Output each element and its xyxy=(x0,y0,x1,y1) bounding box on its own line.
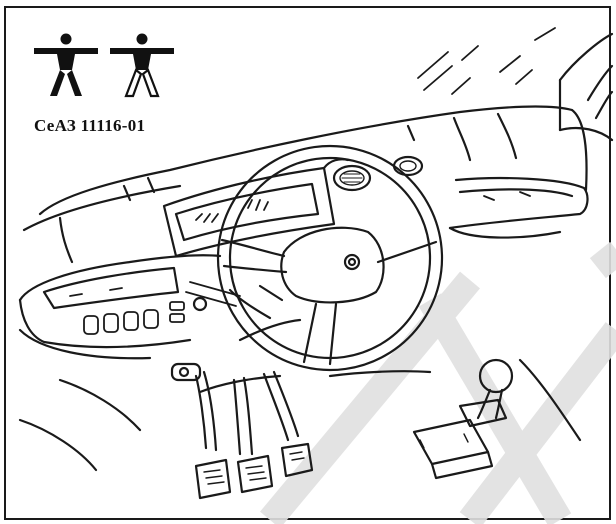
gear-lever xyxy=(412,358,514,480)
speaker-grille xyxy=(332,164,372,192)
lower-dashboard xyxy=(18,254,222,360)
right-pillar xyxy=(558,32,614,142)
windscreen-hatching xyxy=(417,27,556,95)
steering-column xyxy=(185,281,302,342)
steering-wheel xyxy=(216,144,444,372)
glovebox-shelf xyxy=(448,176,589,239)
floor-contour xyxy=(328,358,582,442)
hand-controlled-driver-icon xyxy=(30,30,102,102)
pedal-assembly xyxy=(170,362,314,500)
watermark xyxy=(260,241,616,524)
switch-row xyxy=(83,301,185,335)
left-footwell xyxy=(18,378,142,472)
leg-controlled-driver-icon xyxy=(106,30,178,102)
model-code-label: СеАЗ 11116-01 xyxy=(34,116,146,135)
right-air-vent xyxy=(392,155,424,177)
dashboard-top xyxy=(38,105,574,216)
